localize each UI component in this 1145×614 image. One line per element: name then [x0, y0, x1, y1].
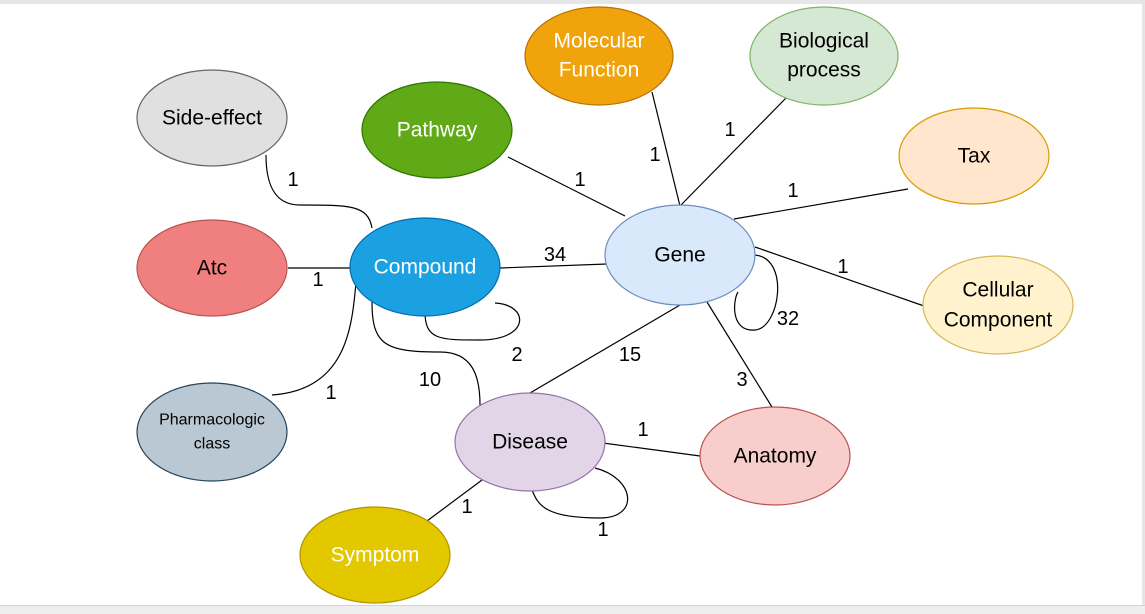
nodes: Molecular Function Biological process Si…: [136, 6, 1074, 604]
edge-label-compound-self-loop: 2: [511, 344, 522, 366]
edge-label-disease-symptom: 1: [461, 496, 472, 518]
node-biological-process-label-line2: process: [787, 59, 861, 82]
edge-gene-molecular-function: [651, 91, 681, 207]
edge-compound-gene: [499, 263, 608, 269]
node-atc-shape: [136, 219, 288, 317]
node-tax: Tax: [898, 107, 1050, 205]
node-compound-shape: [349, 217, 501, 317]
node-pharmacologic-class-label-line2: class: [194, 436, 230, 453]
node-gene-label: Gene: [654, 244, 705, 267]
edge-label-compound-gene: 34: [544, 244, 566, 266]
edge-compound-self-loop: [424, 302, 521, 341]
window-right-border: [1142, 0, 1145, 614]
node-cellular-component-label-line1: Cellular: [962, 279, 1033, 302]
node-anatomy-shape: [699, 406, 851, 506]
edge-label-gene-molecular-function: 1: [649, 144, 660, 166]
node-biological-process-shape: [749, 6, 899, 106]
edge-disease-symptom: [426, 479, 483, 522]
edge-label-gene-cellular-component: 1: [837, 256, 848, 278]
node-cellular-component-shape: [922, 255, 1074, 355]
edge-label-gene-pathway: 1: [574, 169, 585, 191]
node-side-effect-label: Side-effect: [162, 107, 262, 130]
edge-gene-tax: [733, 188, 909, 220]
node-compound-label: Compound: [374, 256, 477, 279]
node-gene: Gene: [604, 204, 756, 306]
edge-gene-anatomy: [706, 301, 773, 408]
node-disease-shape: [454, 392, 606, 492]
node-molecular-function: Molecular Function: [524, 6, 674, 106]
node-atc: Atc: [136, 219, 288, 317]
node-gene-shape: [604, 204, 756, 306]
window-bottom-bar: [0, 605, 1145, 614]
node-molecular-function-label-line2: Function: [559, 59, 640, 82]
edge-label-gene-self-loop: 32: [777, 308, 799, 330]
node-molecular-function-shape: [524, 6, 674, 106]
node-cellular-component: Cellular Component: [922, 255, 1074, 355]
edge-label-disease-self-loop: 1: [597, 519, 608, 541]
node-tax-label: Tax: [958, 145, 991, 168]
node-side-effect-shape: [136, 69, 288, 167]
edge-label-compound-atc: 1: [312, 269, 323, 291]
node-disease-label: Disease: [492, 431, 568, 454]
edge-gene-pathway: [507, 156, 626, 217]
edge-label-gene-anatomy: 3: [736, 369, 747, 391]
edge-label-gene-tax: 1: [787, 180, 798, 202]
edge-compound-side-effect: [265, 154, 373, 229]
node-cellular-component-label-line2: Component: [944, 309, 1053, 332]
node-pathway-shape: [361, 81, 513, 179]
node-atc-label: Atc: [197, 257, 227, 280]
node-molecular-function-label-line1: Molecular: [553, 30, 644, 53]
node-biological-process-label-line1: Biological: [779, 30, 869, 53]
edge-gene-cellular-component: [754, 246, 925, 307]
node-symptom-shape: [299, 506, 451, 604]
node-pharmacologic-class-shape: [136, 382, 288, 482]
edge-gene-biological-process: [679, 96, 788, 207]
node-anatomy-label: Anatomy: [734, 445, 817, 468]
node-pharmacologic-class-label-line1: Pharmacologic: [159, 412, 265, 429]
node-symptom-label: Symptom: [331, 544, 420, 567]
node-symptom: Symptom: [299, 506, 451, 604]
node-biological-process: Biological process: [749, 6, 899, 106]
edge-label-compound-pharmacologic-class: 1: [325, 382, 336, 404]
edge-compound-pharmacologic-class: [271, 281, 357, 396]
node-pharmacologic-class: Pharmacologic class: [136, 382, 288, 482]
node-anatomy: Anatomy: [699, 406, 851, 506]
edge-label-gene-disease: 15: [619, 344, 641, 366]
edge-disease-anatomy: [602, 442, 701, 457]
edges: [265, 91, 925, 522]
node-compound: Compound: [349, 217, 501, 317]
edge-disease-self-loop: [531, 467, 629, 519]
node-tax-shape: [898, 107, 1050, 205]
edge-label-gene-biological-process: 1: [724, 119, 735, 141]
edge-label-disease-anatomy: 1: [637, 419, 648, 441]
node-pathway: Pathway: [361, 81, 513, 179]
node-disease: Disease: [454, 392, 606, 492]
window-top-border: [0, 0, 1145, 4]
edge-compound-disease: [371, 301, 481, 406]
edge-gene-disease: [529, 304, 681, 394]
node-pathway-label: Pathway: [397, 119, 478, 142]
edge-label-compound-side-effect: 1: [287, 169, 298, 191]
edge-labels: 1 1 1 34 2 10 1 1 1 1 1 32 15 3 1 1 1: [287, 119, 848, 541]
edge-gene-self-loop: [734, 254, 779, 331]
edge-label-compound-disease: 10: [419, 369, 441, 391]
node-side-effect: Side-effect: [136, 69, 288, 167]
